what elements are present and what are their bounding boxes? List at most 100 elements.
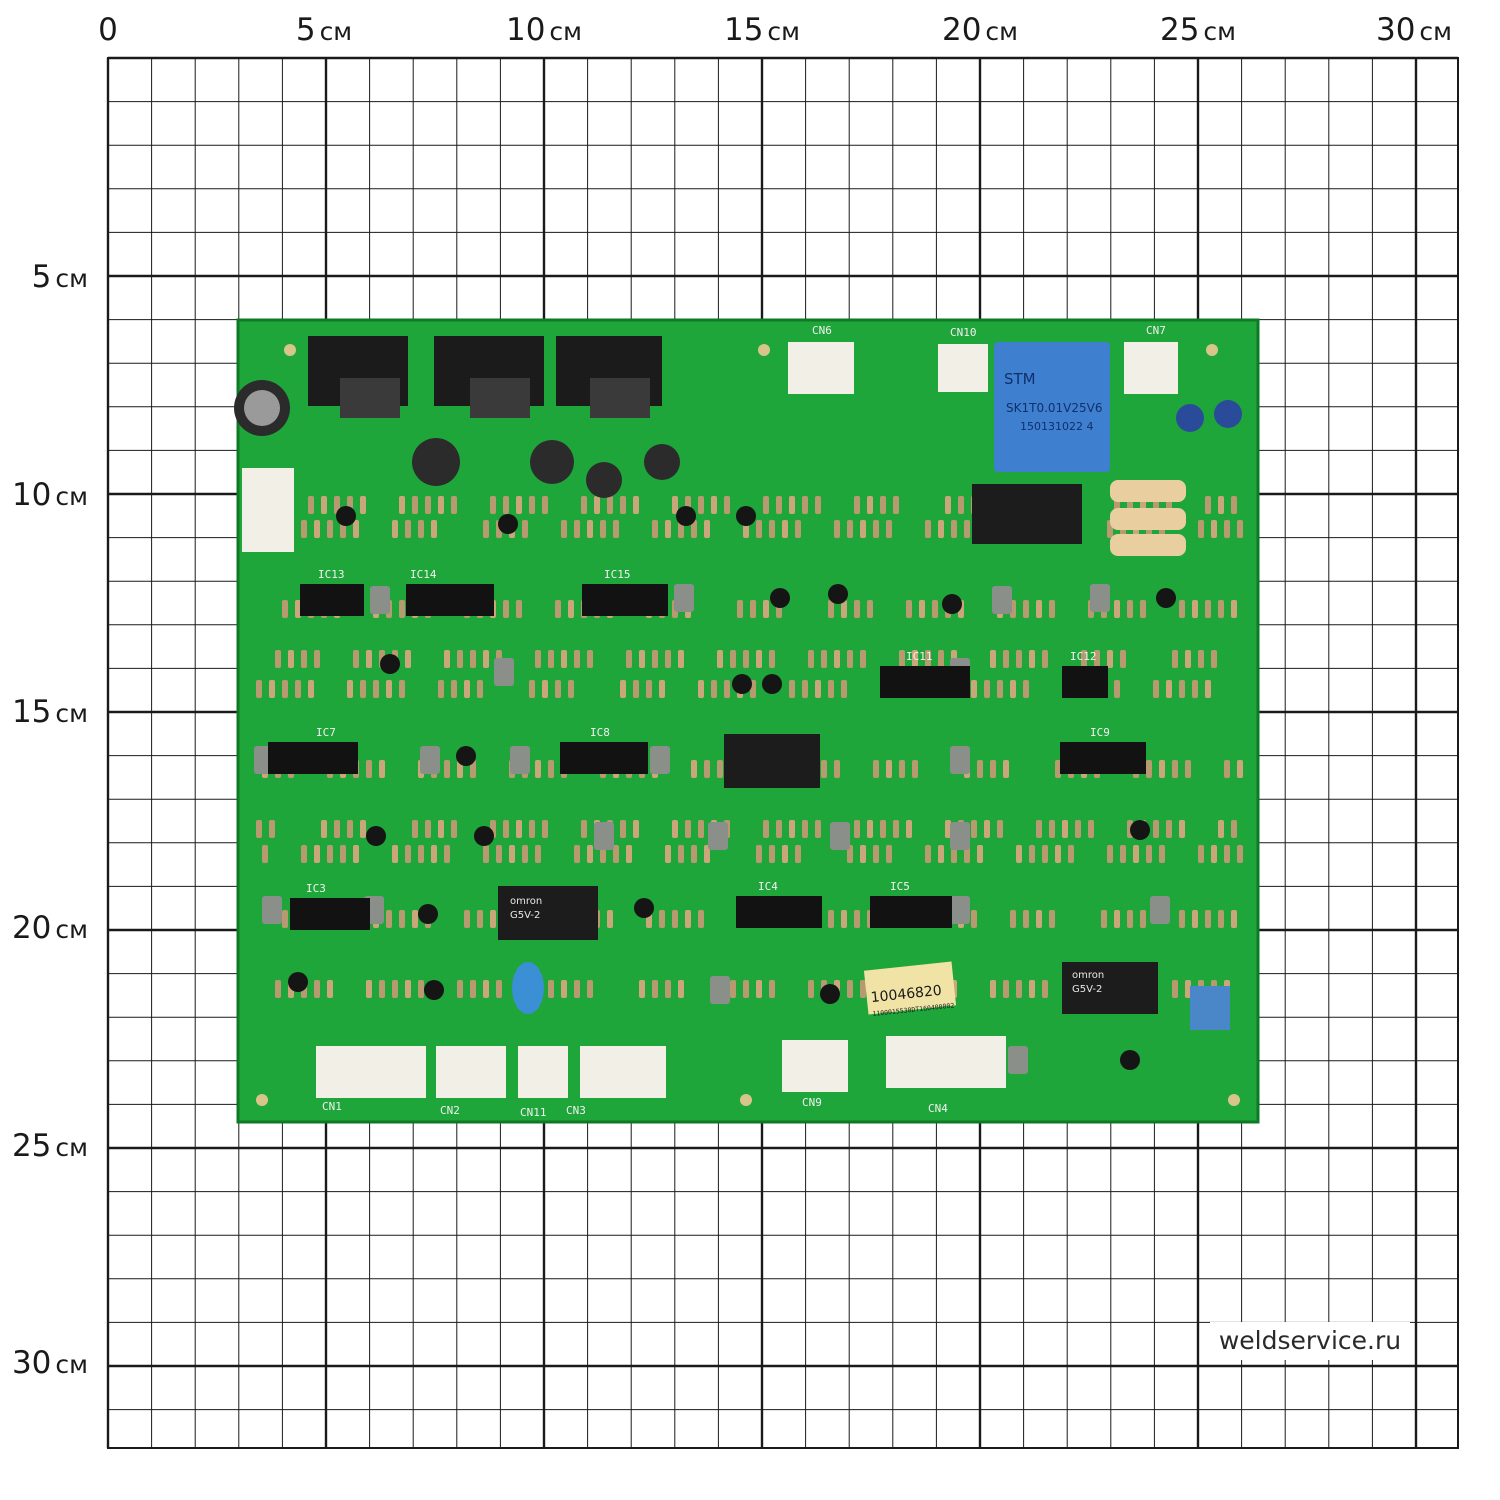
- resistor: [522, 845, 528, 863]
- resistor: [288, 650, 294, 668]
- resistor: [607, 910, 613, 928]
- resistor: [860, 845, 866, 863]
- resistor: [665, 980, 671, 998]
- resistor: [1185, 650, 1191, 668]
- resistor: [438, 496, 444, 514]
- silk-ic11: IC11: [906, 650, 933, 663]
- resistor: [854, 496, 860, 514]
- resistor: [1036, 910, 1042, 928]
- blue-resistors: [1190, 986, 1230, 1030]
- resistor: [1114, 910, 1120, 928]
- silk-ic3: IC3: [306, 882, 326, 895]
- resistor: [997, 820, 1003, 838]
- resistor: [587, 520, 593, 538]
- resistor: [412, 820, 418, 838]
- transistor-to92: [820, 984, 840, 1004]
- resistor: [834, 760, 840, 778]
- resistor: [1211, 845, 1217, 863]
- resistor: [379, 760, 385, 778]
- silk-cn7: CN7: [1146, 324, 1166, 337]
- connector-cn1: [316, 1046, 426, 1098]
- resistor: [490, 496, 496, 514]
- ceramic-capacitor: [708, 822, 728, 850]
- resistor: [483, 520, 489, 538]
- resistor: [802, 820, 808, 838]
- resistor: [405, 845, 411, 863]
- capacitor-c4: [644, 444, 680, 480]
- resistor: [1042, 980, 1048, 998]
- mount-hole-3: [1206, 344, 1218, 356]
- transistor-to92: [474, 826, 494, 846]
- resistor: [1198, 845, 1204, 863]
- resistor: [1127, 600, 1133, 618]
- resistor: [945, 496, 951, 514]
- resistor: [412, 496, 418, 514]
- resistor: [1159, 760, 1165, 778]
- resistor: [1231, 820, 1237, 838]
- resistor: [769, 650, 775, 668]
- resistor: [457, 650, 463, 668]
- resistor: [756, 845, 762, 863]
- watermark: weldservice.ru: [1210, 1322, 1410, 1360]
- resistor: [717, 650, 723, 668]
- resistor: [444, 760, 450, 778]
- resistor: [327, 845, 333, 863]
- resistor: [483, 980, 489, 998]
- resistor: [379, 980, 385, 998]
- resistor: [600, 520, 606, 538]
- sticker-main: 10046820: [870, 983, 943, 1006]
- resistor: [808, 980, 814, 998]
- transistor-to92: [676, 506, 696, 526]
- resistor: [542, 820, 548, 838]
- resistor: [1042, 845, 1048, 863]
- ic11-chip: [880, 666, 970, 698]
- top-label-0: 0: [98, 12, 118, 48]
- mount-hole-2: [758, 344, 770, 356]
- resistor: [275, 980, 281, 998]
- resistor: [841, 910, 847, 928]
- resistor: [464, 680, 470, 698]
- resistor: [990, 760, 996, 778]
- resistor: [451, 496, 457, 514]
- resistor: [652, 980, 658, 998]
- resistor: [867, 496, 873, 514]
- resistor: [971, 910, 977, 928]
- resistor: [314, 980, 320, 998]
- resistor: [886, 520, 892, 538]
- resistor: [301, 845, 307, 863]
- resistor: [1153, 680, 1159, 698]
- resistor: [1023, 910, 1029, 928]
- resistor: [782, 520, 788, 538]
- silk-ic14: IC14: [410, 568, 437, 581]
- resistor: [1146, 760, 1152, 778]
- silk-cn3: CN3: [566, 1104, 586, 1117]
- resistor: [548, 980, 554, 998]
- resistor: [847, 520, 853, 538]
- resistor: [899, 650, 905, 668]
- resistor: [470, 650, 476, 668]
- resistor: [613, 845, 619, 863]
- resistor: [938, 520, 944, 538]
- resistor: [665, 520, 671, 538]
- resistor: [314, 845, 320, 863]
- resistor: [971, 680, 977, 698]
- resistor: [516, 600, 522, 618]
- resistor: [691, 845, 697, 863]
- resistor: [945, 820, 951, 838]
- resistor: [756, 980, 762, 998]
- resistor: [581, 820, 587, 838]
- resistor: [574, 520, 580, 538]
- silk-ic9: IC9: [1090, 726, 1110, 739]
- transistor-to92: [770, 588, 790, 608]
- resistor: [496, 980, 502, 998]
- transistor-to92: [828, 584, 848, 604]
- resistor: [704, 845, 710, 863]
- capacitor-c2: [530, 440, 574, 484]
- resistor: [1010, 910, 1016, 928]
- resistor: [659, 680, 665, 698]
- resistor: [763, 820, 769, 838]
- resistor: [587, 845, 593, 863]
- resistor: [984, 680, 990, 698]
